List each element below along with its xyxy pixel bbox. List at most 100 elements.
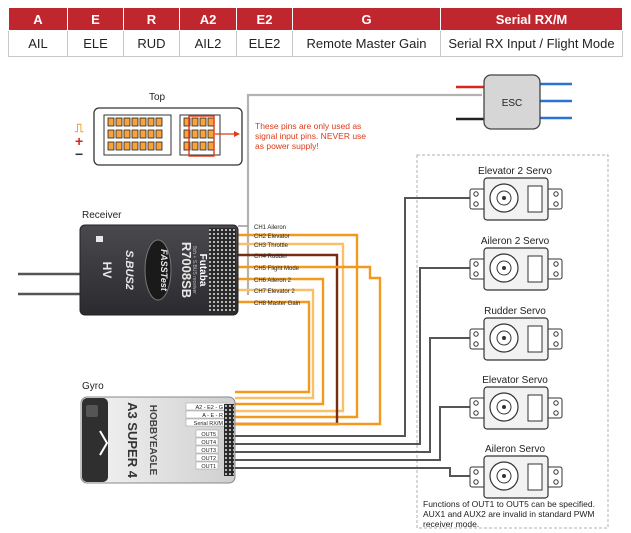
servo-screw-hole xyxy=(553,341,559,347)
top-pin xyxy=(207,117,215,127)
top-pin xyxy=(155,141,163,151)
servo-screw-hole xyxy=(553,271,559,277)
top-pin xyxy=(191,129,199,139)
servo-label-plate xyxy=(527,255,543,283)
top-pin xyxy=(147,141,155,151)
cell-ele: ELE xyxy=(67,30,124,57)
gyro-model: A3 SUPER 4 xyxy=(125,402,140,479)
servo-shaft xyxy=(502,196,506,200)
servo-wire xyxy=(235,406,477,461)
servo-label-plate xyxy=(527,394,543,422)
top-pin xyxy=(115,117,123,127)
top-pin xyxy=(207,141,215,151)
servo-label: Elevator Servo xyxy=(482,375,548,386)
gyro-brand: HOBBYEAGLE xyxy=(147,405,158,476)
servo-screw-hole xyxy=(553,191,559,197)
top-view: Top These pins are only used as signal i… xyxy=(74,92,366,166)
header-e2: E2 xyxy=(236,6,293,32)
pin-function-table: A E R A2 E2 G Serial RX/M AIL ELE RUD AI… xyxy=(8,6,623,57)
top-pin xyxy=(139,141,147,151)
servo-wire xyxy=(235,337,477,453)
top-pin xyxy=(123,117,131,127)
servo-label-plate xyxy=(527,185,543,213)
top-pin xyxy=(199,129,207,139)
receiver-channel-label: CH6 Aileron 2 xyxy=(254,278,292,284)
top-pin xyxy=(207,129,215,139)
gyro-left-panel xyxy=(82,398,108,482)
servo-shaft xyxy=(502,336,506,340)
servo-screw-hole xyxy=(553,469,559,475)
gyro-input-label: A - E - R xyxy=(202,413,223,419)
top-pin xyxy=(107,141,115,151)
servo-screw-hole xyxy=(473,410,479,416)
top-pin xyxy=(199,141,207,151)
wiring-diagram: Top These pins are only used as signal i… xyxy=(18,74,609,529)
servo-screw-hole xyxy=(473,271,479,277)
receiver-unit: Receiver R7008SB Futaba 8ch + S.BUS rece… xyxy=(18,210,300,316)
top-pin xyxy=(147,117,155,127)
top-view-highlight xyxy=(188,115,215,157)
top-pin xyxy=(107,129,115,139)
gyro-output-label: OUT4 xyxy=(201,440,216,446)
top-view-title: Top xyxy=(149,92,166,103)
receiver-channel-label: CH2 Elevator xyxy=(254,234,290,240)
top-pin xyxy=(115,141,123,151)
receiver-gyro-wires xyxy=(235,225,382,426)
gyro-unit: Gyro HOBBYEAGLE A3 SUPER 4 A2 - E2 - GA … xyxy=(80,381,236,484)
gyro-side-button xyxy=(86,405,98,417)
footnote-line-2: AUX1 and AUX2 are invalid in standard PW… xyxy=(423,509,595,519)
top-view-arrow-head xyxy=(234,131,240,137)
top-pin xyxy=(115,129,123,139)
servo-screw-hole xyxy=(473,479,479,485)
top-pin xyxy=(155,117,163,127)
header-r: R xyxy=(123,6,180,32)
servo-label: Aileron 2 Servo xyxy=(481,236,550,247)
servo-screw-hole xyxy=(473,191,479,197)
top-pin xyxy=(131,141,139,151)
gyro-direction-arrow-icon xyxy=(99,430,109,456)
top-pin xyxy=(123,129,131,139)
footnote-line-3: receiver mode. xyxy=(423,519,479,529)
esc-body xyxy=(483,74,541,130)
gyro-input-label: A2 - E2 - G xyxy=(195,405,223,411)
plus-pin-icon: + xyxy=(75,133,83,149)
servo-screw-hole xyxy=(553,479,559,485)
servo-label-plate xyxy=(527,325,543,353)
signal-wire xyxy=(235,288,315,400)
header-g: G xyxy=(292,6,441,32)
esc-unit: ESC xyxy=(246,74,572,295)
receiver-channel-label: CH5 Flight Mode xyxy=(254,266,300,272)
receiver-sbus: S.BUS2 xyxy=(123,250,135,290)
top-pin xyxy=(131,129,139,139)
receiver-channel-label: CH4 Rudder xyxy=(254,254,287,260)
cell-rud: RUD xyxy=(123,30,180,57)
signal-wire xyxy=(235,277,325,406)
servo-screw-hole xyxy=(473,201,479,207)
header-serial: Serial RX/M xyxy=(440,6,623,32)
esc-label: ESC xyxy=(502,98,523,109)
servo-screw-hole xyxy=(473,469,479,475)
gyro-pin-header xyxy=(224,404,234,476)
gyro-body xyxy=(80,396,236,484)
servo-screw-hole xyxy=(473,341,479,347)
servo-screw-hole xyxy=(553,331,559,337)
receiver-channel-label: CH1 Aileron xyxy=(254,225,286,231)
gyro-servo-wires xyxy=(235,197,477,477)
servo-shaft xyxy=(502,405,506,409)
servo-label: Rudder Servo xyxy=(484,306,546,317)
header-e: E xyxy=(67,6,124,32)
top-pin xyxy=(183,129,191,139)
receiver-hv: HV xyxy=(100,262,114,279)
top-pin xyxy=(191,117,199,127)
receiver-model: R7008SB xyxy=(179,242,194,298)
servo-shaft xyxy=(502,474,506,478)
top-pin xyxy=(123,141,131,151)
servo-wire xyxy=(235,467,477,477)
receiver-led xyxy=(96,236,103,242)
top-pin xyxy=(139,117,147,127)
gyro-output-port xyxy=(195,429,219,438)
gyro-output-port xyxy=(195,461,219,470)
header-a: A xyxy=(8,6,68,32)
top-pin xyxy=(139,129,147,139)
